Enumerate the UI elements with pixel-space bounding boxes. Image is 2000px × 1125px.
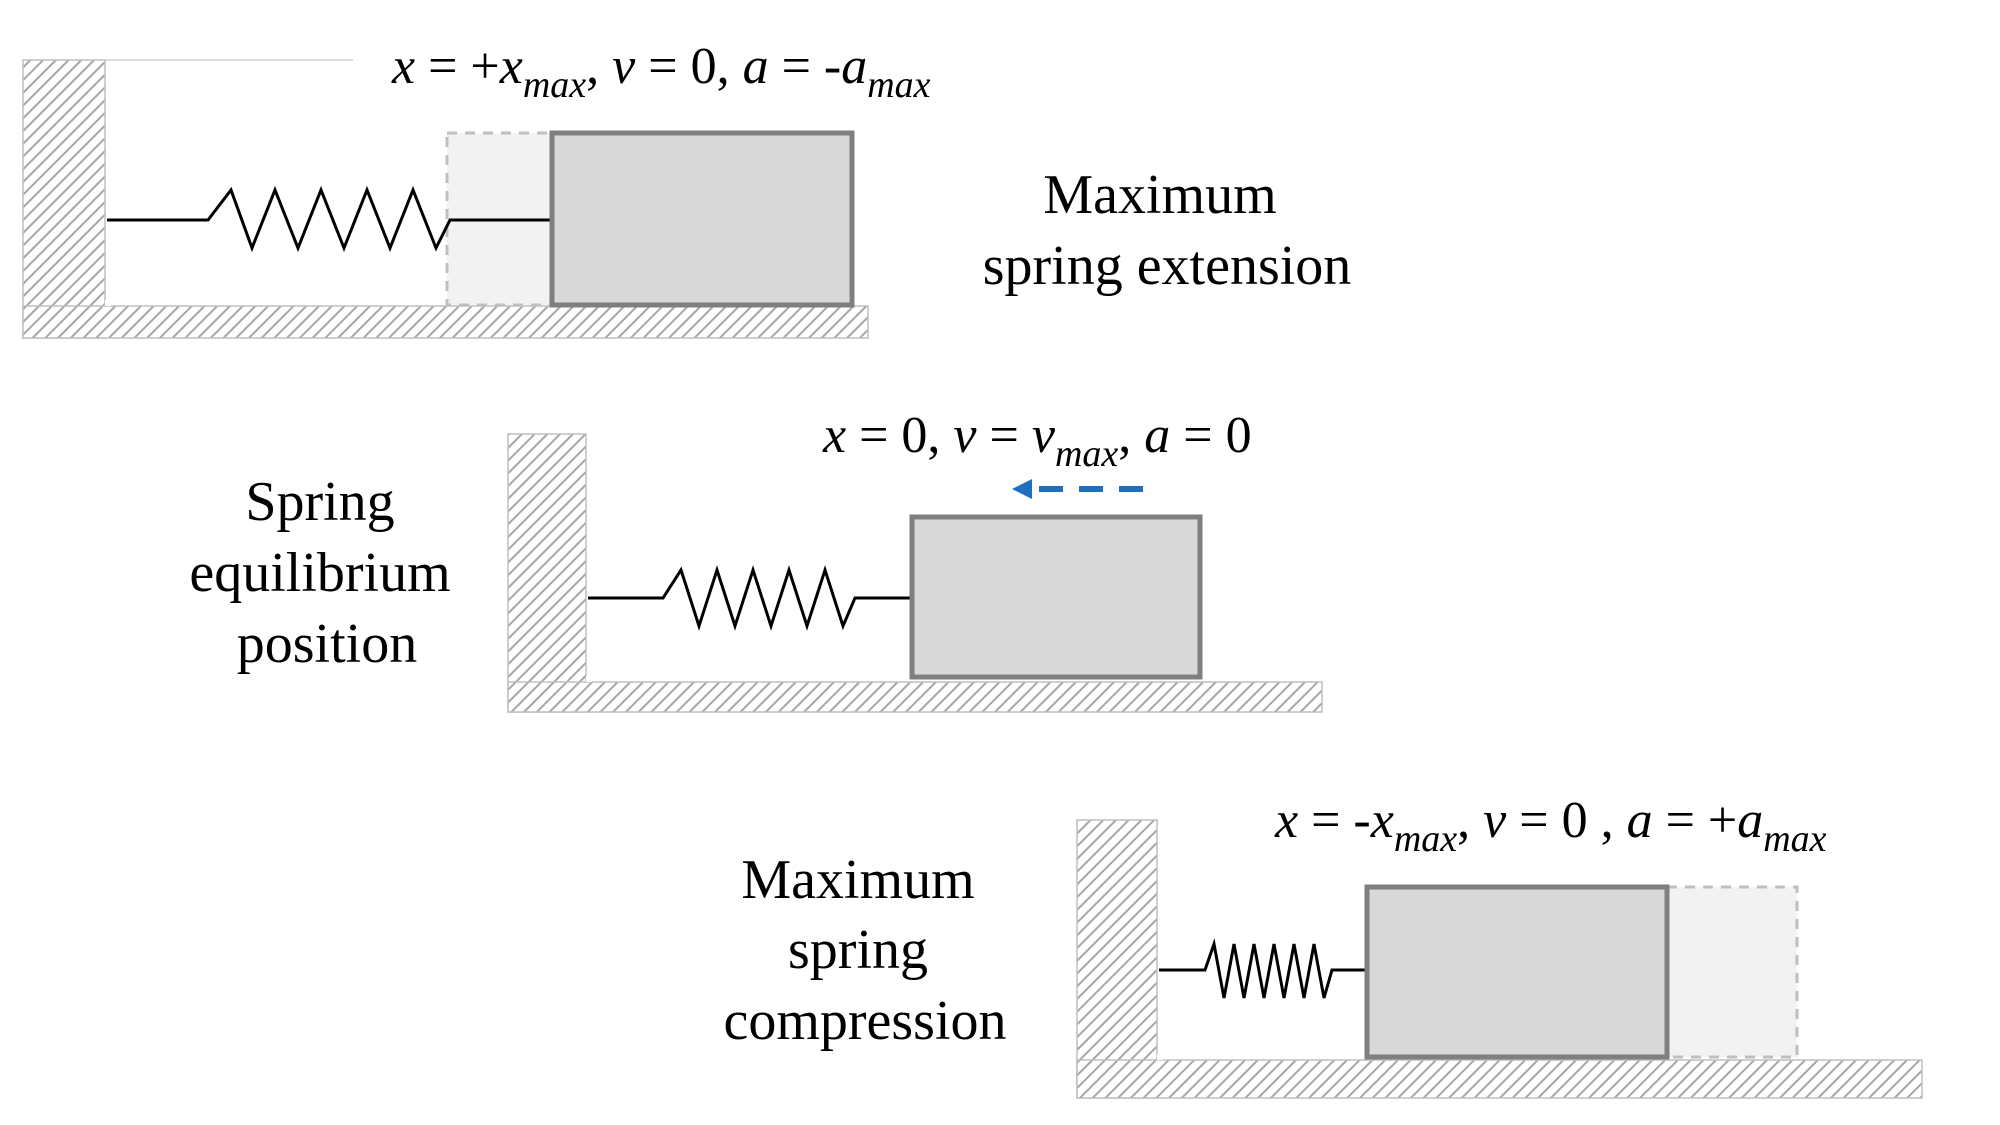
velocity-arrow	[1012, 479, 1143, 499]
floor	[22, 305, 869, 339]
state-equation: x = 0, v = vmax, a = 0	[822, 407, 1252, 475]
spring	[588, 565, 912, 631]
spring	[107, 185, 552, 253]
state-equation: x = +xmax, v = 0, a = -amax	[391, 38, 931, 106]
mass-block	[1364, 884, 1670, 1060]
panel-compression: x = -xmax, v = 0 , a = +amax Maximum spr…	[723, 792, 1923, 1099]
mass-block	[909, 514, 1203, 680]
panel-equilibrium: x = 0, v = vmax, a = 0 Spring equilibriu…	[189, 407, 1323, 713]
wall-floor-corner	[105, 300, 111, 306]
mass-block	[549, 130, 855, 308]
wall	[507, 433, 587, 713]
wall-floor-corner	[586, 676, 592, 682]
equilibrium-ghost-block	[1665, 885, 1799, 1059]
floor	[1076, 1059, 1923, 1099]
floor	[507, 681, 1323, 713]
state-equation: x = -xmax, v = 0 , a = +amax	[1274, 792, 1827, 860]
wall-floor-corner	[1157, 1054, 1163, 1060]
state-label: Spring equilibrium position	[189, 471, 464, 675]
spring	[1159, 938, 1367, 999]
wall	[22, 59, 106, 339]
wall	[1076, 819, 1158, 1099]
state-label: Maximum spring extension	[983, 164, 1352, 297]
panel-extension: x = +xmax, v = 0, a = -amax Maximum spri…	[22, 38, 1352, 339]
state-label: Maximum spring compression	[723, 849, 1006, 1052]
